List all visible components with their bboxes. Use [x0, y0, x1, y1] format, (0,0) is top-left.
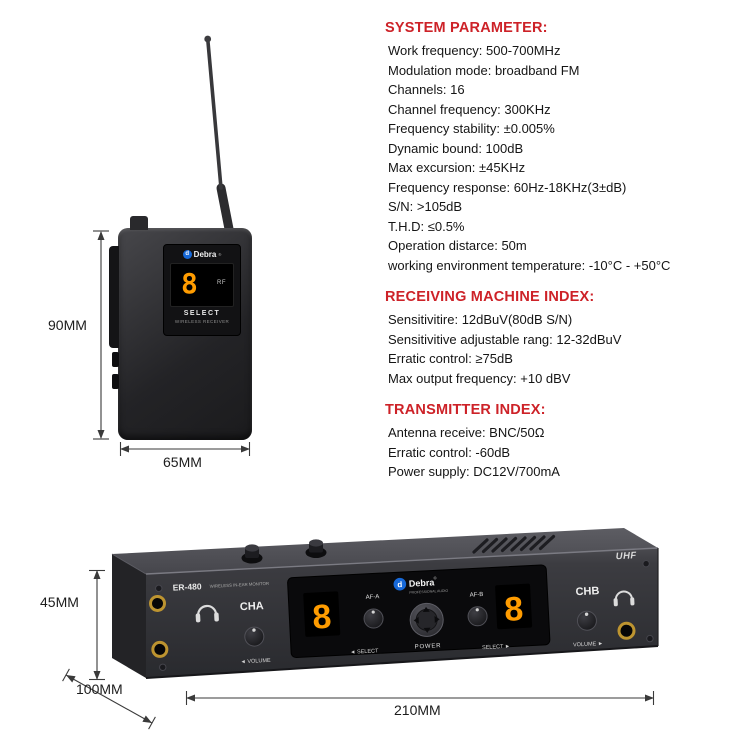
dimension-line-90mm: [93, 230, 109, 440]
bodypack-connector: [130, 216, 148, 230]
spec-line: Frequency response: 60Hz-18KHz(3±dB): [388, 179, 627, 195]
system-parameter-title: SYSTEM PARAMETER:: [385, 20, 548, 36]
chb-volume-label: VOLUME ►: [573, 641, 603, 649]
select-right-label: SELECT ►: [482, 644, 511, 651]
spec-line: Max excursion: ±45KHz: [388, 160, 526, 175]
cha-label: CHA: [240, 600, 264, 613]
uhf-badge: UHF: [615, 550, 637, 562]
bodypack-side-button: [112, 374, 119, 389]
dimension-line-45mm: [89, 569, 105, 681]
screw-icon: [646, 634, 654, 643]
transmitter-index-section: TRANSMITTER INDEX: Antenna receive: BNC/…: [385, 402, 735, 482]
screw-icon: [155, 584, 163, 593]
spec-line: S/N: >105dB: [388, 199, 463, 214]
rack-height-label: 45MM: [40, 594, 79, 610]
screw-icon: [159, 663, 167, 671]
rack-depth-label: 100MM: [76, 681, 123, 697]
dimension-line-100mm: [62, 668, 156, 730]
svg-text:d: d: [397, 580, 402, 589]
spec-line: Antenna receive: BNC/50Ω: [388, 425, 545, 440]
registered-mark: ®: [218, 252, 222, 257]
spec-line: working environment temperature: -10°C -…: [388, 257, 671, 273]
spec-line: Channels: 16: [388, 82, 465, 97]
rf-display: 8 RF: [170, 263, 234, 307]
chb-volume-knob: [576, 610, 597, 631]
dimension-line-65mm: [119, 442, 251, 456]
display-digit-b: 8: [503, 590, 524, 629]
rack-model-label: ER-480: [172, 581, 202, 592]
power-label: POWER: [415, 643, 442, 650]
bodypack-receiver: d Debra ® 8 RF SELECT WIRELESS RECEIVER: [109, 216, 252, 440]
headphone-jack-a2: [151, 640, 169, 658]
spec-line: Sensitivitive adjustable rang: 12-32dBuV: [388, 331, 622, 347]
receiving-machine-title: RECEIVING MACHINE INDEX:: [385, 289, 595, 305]
spec-line: Erratic control: -60dB: [388, 444, 511, 460]
vent-grille: [472, 534, 556, 554]
dimension-line-210mm: [185, 691, 655, 705]
af-a-label: AF-A: [366, 594, 380, 601]
transmitter-index-title: TRANSMITTER INDEX:: [385, 402, 546, 418]
power-knob: [409, 602, 444, 637]
spec-line: Max output frequency: +10 dBV: [388, 370, 571, 386]
spec-line: Work frequency: 500-700MHz: [388, 43, 561, 58]
bodypack-display-panel: d Debra ® 8 RF SELECT WIRELESS RECEIVER: [163, 244, 241, 336]
rack-transmitter: ER-480 WIRELESS IN-EAR MONITOR CHA ◄ VOL…: [111, 528, 659, 679]
spec-line: Power supply: DC12V/700mA: [388, 464, 560, 479]
debra-logo: d Debra ® PROFESSIONAL AUDIO: [393, 575, 449, 595]
rack-width-label: 210MM: [394, 702, 441, 718]
debra-logo-icon: [393, 577, 407, 591]
display-window-b: [495, 583, 533, 630]
bodypack-height-label: 90MM: [48, 317, 87, 333]
af-b-knob: [467, 606, 488, 627]
spec-line: Dynamic bound: 100dB: [388, 140, 524, 156]
bodypack-width-label: 65MM: [163, 454, 202, 470]
spec-line: Erratic control: ≥75dB: [388, 351, 513, 366]
cha-volume-knob: [244, 626, 265, 647]
bodypack-antenna-icon: [204, 35, 235, 239]
brand-name: Debra: [193, 250, 217, 259]
debra-logo-icon: d: [182, 250, 192, 259]
system-parameter-section: SYSTEM PARAMETER: Work frequency: 500-70…: [385, 20, 735, 275]
debra-logo: d Debra ®: [164, 250, 240, 259]
belt-clip: [109, 246, 119, 348]
device-type-label: WIRELESS RECEIVER: [174, 319, 230, 324]
brand-name: Debra: [409, 577, 436, 588]
brand-sub: PROFESSIONAL AUDIO: [409, 589, 448, 595]
screw-icon: [642, 559, 650, 568]
display-window-a: [303, 591, 341, 637]
rack-side-face: [112, 554, 146, 678]
spec-line: Channel frequency: 300KHz: [388, 101, 551, 117]
spec-line: Frequency stability: ±0.005%: [388, 121, 555, 136]
af-b-label: AF-B: [470, 592, 484, 599]
display-digit-a: 8: [311, 598, 332, 637]
select-left-label: ◄ SELECT: [350, 648, 379, 655]
bnc-antenna-connector-a: [241, 544, 263, 564]
rack-model-sub-label: WIRELESS IN-EAR MONITOR: [210, 581, 270, 589]
cha-volume-label: ◄ VOLUME: [240, 658, 271, 666]
spec-line: Modulation mode: broadband FM: [388, 62, 580, 78]
select-label: SELECT: [183, 310, 221, 317]
headphone-icon: [613, 590, 635, 607]
headphone-jack-a: [149, 594, 167, 612]
bnc-antenna-connector-b: [305, 539, 327, 558]
receiving-machine-section: RECEIVING MACHINE INDEX: Sensitivitire: …: [385, 289, 735, 388]
registered-mark: ®: [433, 575, 436, 580]
bodypack-side-button: [112, 352, 119, 367]
af-a-knob: [363, 608, 384, 629]
chb-label: CHB: [575, 585, 599, 598]
display-digit: 8: [181, 267, 198, 300]
specs-column: SYSTEM PARAMETER: Work frequency: 500-70…: [385, 20, 735, 496]
headphone-jack-b: [617, 621, 636, 640]
spec-line: T.H.D: ≤0.5%: [388, 218, 465, 234]
rf-label: RF: [217, 280, 226, 286]
spec-line: Operation distarce: 50m: [388, 238, 527, 253]
spec-line: Sensitivitire: 12dBuV(80dB S/N): [388, 312, 573, 327]
headphone-icon: [195, 604, 219, 623]
